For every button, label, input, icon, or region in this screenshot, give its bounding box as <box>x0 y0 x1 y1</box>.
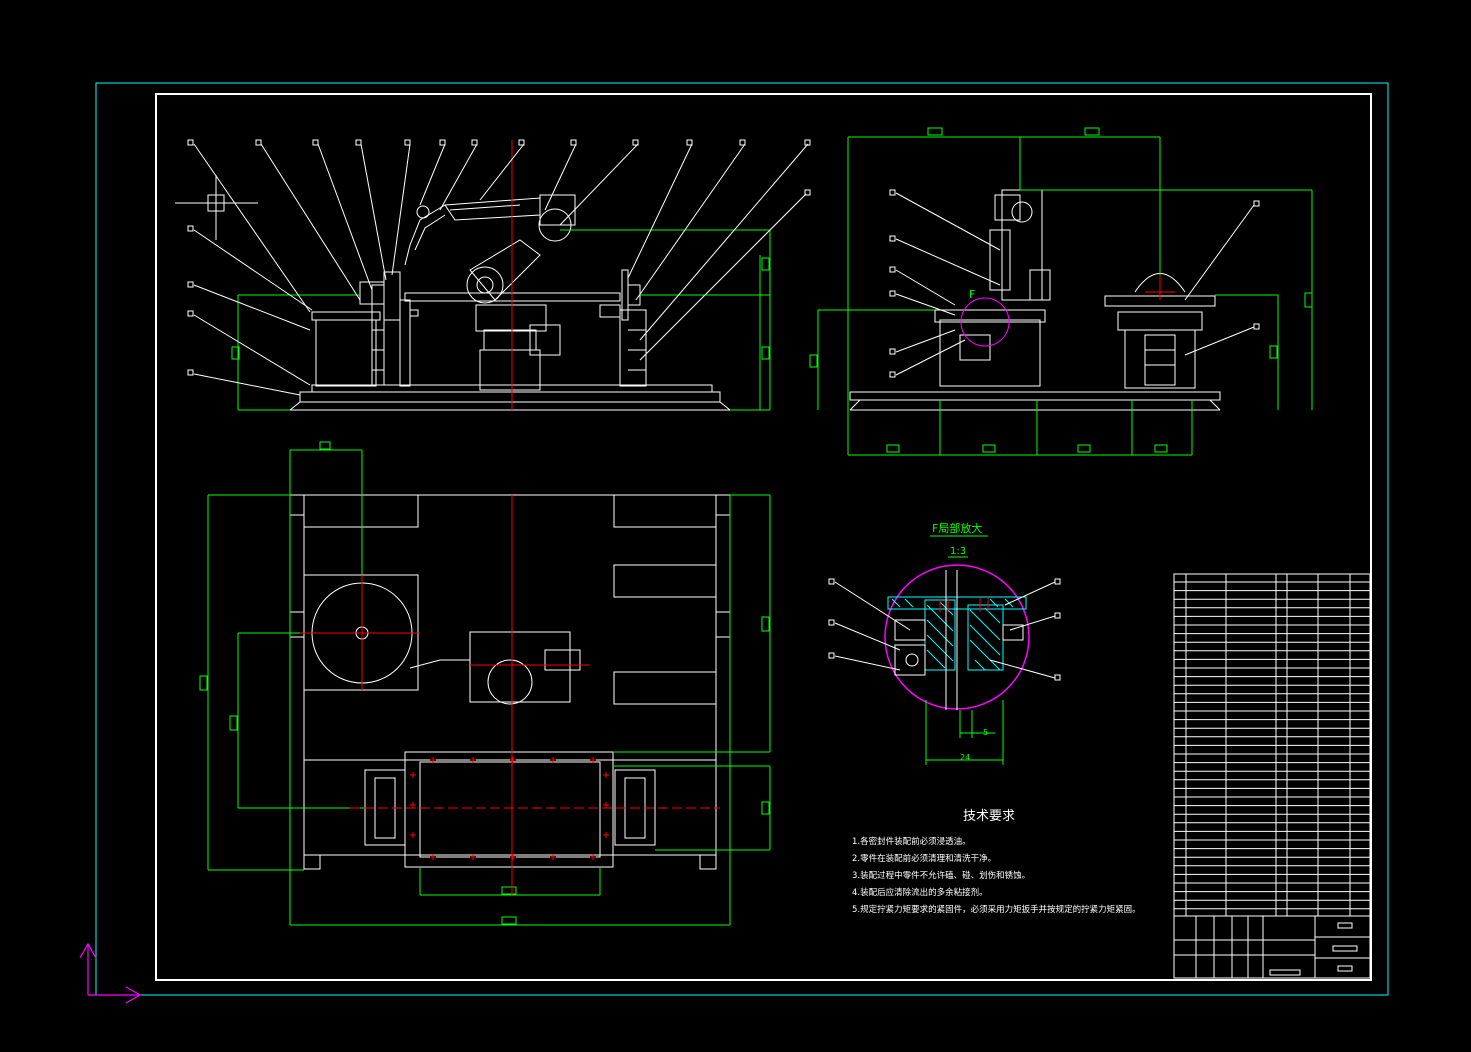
detail-title: F局部放大 <box>932 521 982 535</box>
detail-dim-small: 5 <box>983 728 988 737</box>
detail-f-marker: F <box>969 288 975 301</box>
note-1: 1.各密封件装配前必须浸透油。 <box>852 836 971 847</box>
top-view-centerlines <box>300 495 720 895</box>
notes-title: 技术要求 <box>963 809 1015 824</box>
top-view-markers <box>410 757 609 860</box>
detail-dimensions <box>925 700 1004 765</box>
top-view-dimensions <box>199 441 771 926</box>
note-3: 3.装配过程中零件不允许磕、碰、划伤和锈蚀。 <box>852 870 1030 881</box>
front-view <box>289 194 731 411</box>
detail-dim-large: 24 <box>960 753 970 762</box>
front-view-dimensions <box>231 229 771 411</box>
detail-leaders <box>828 578 1061 681</box>
detail-scale: 1:3 <box>950 546 966 557</box>
top-view <box>289 494 731 870</box>
note-5: 5.规定拧紧力矩要求的紧固件，必须采用力矩扳手并按规定的拧紧力矩紧固。 <box>852 904 1141 915</box>
side-view-leaders <box>889 189 1260 378</box>
side-view <box>849 189 1221 411</box>
outer-frame <box>95 82 1389 996</box>
note-2: 2.零件在装配前必须清理和清洗干净。 <box>852 853 996 864</box>
parts-list-table <box>1173 573 1371 979</box>
side-view-centerlines <box>1145 275 1175 300</box>
detail-view <box>884 564 1030 710</box>
note-4: 4.装配后应清除流出的多余粘接剂。 <box>852 887 988 898</box>
detail-f-marker-circle <box>960 297 1010 347</box>
front-view-balloons <box>187 139 811 376</box>
inner-frame <box>155 93 1372 981</box>
front-view-leaders <box>175 143 809 396</box>
ucs-icon <box>79 942 142 1004</box>
side-view-dimensions <box>809 127 1313 456</box>
